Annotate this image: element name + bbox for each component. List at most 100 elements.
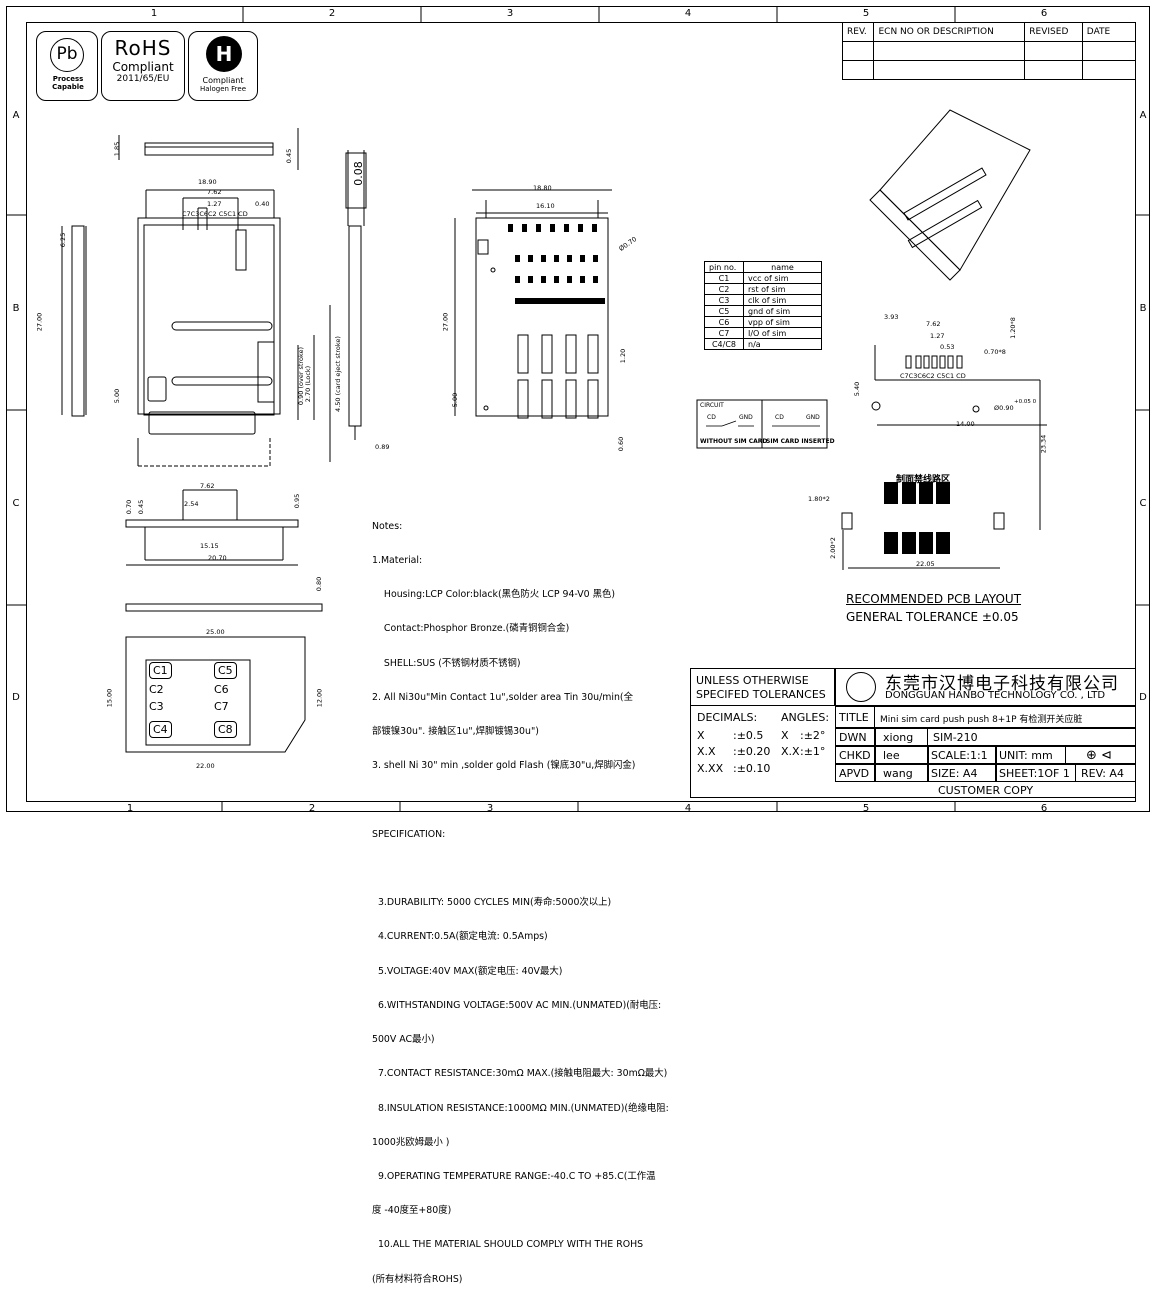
- notes-line: ​: [372, 795, 669, 806]
- compliance-logos: Pb Process Capable RoHS Compliant 2011/6…: [36, 31, 258, 101]
- card-contact-c2: C2: [149, 683, 164, 696]
- dim-pcb-contacts: C7C3C6C2 C5C1 CD: [900, 372, 966, 380]
- ang-xx-value: :±1°: [800, 745, 826, 758]
- notes-line: 3. shell Ni 30" min ,solder gold Flash (…: [372, 760, 636, 772]
- notes-line: SPECIFICATION:: [372, 828, 446, 840]
- zone-row-c: C: [12, 498, 20, 509]
- zone-col-1: 1: [150, 8, 158, 19]
- title-label: TITLE: [839, 711, 869, 724]
- pb-free-logo: Pb Process Capable: [36, 31, 98, 101]
- halogen-caption-line1: Compliant: [202, 76, 244, 85]
- unless-otherwise-line1: UNLESS OTHERWISE: [696, 674, 809, 687]
- company-name-cn: 东莞市汉博电子科技有限公司: [885, 674, 1119, 694]
- dim-pcb-070: 0.70*8: [984, 348, 1006, 356]
- tol-x-label: X: [697, 729, 705, 742]
- notes-line: 1.Material:: [372, 555, 423, 567]
- tol-xxx-label: X.XX: [697, 762, 724, 775]
- zone-row-a: A: [12, 110, 20, 121]
- general-tolerance-caption: GENERAL TOLERANCE ±0.05: [846, 610, 1019, 624]
- card-contact-c7: C7: [214, 700, 229, 713]
- ang-xx-label: X.X: [781, 745, 800, 758]
- rohs-logo: RoHS Compliant 2011/65/EU: [101, 31, 185, 101]
- middle-view-contacts: [508, 224, 605, 304]
- customer-copy: CUSTOMER COPY: [937, 784, 1034, 797]
- company-name-en: DONGGUAN HANBO TECHNOLOGY CO. , LTD: [885, 690, 1106, 701]
- zone-ticks: [6, 6, 1150, 812]
- card-contact-c1: C1: [149, 662, 172, 679]
- card-contact-c3: C3: [149, 700, 164, 713]
- dim-front-width: 18.90: [198, 178, 217, 186]
- dim-pitch-127: 1.27: [207, 200, 222, 208]
- rohs-subtitle: Compliant: [112, 60, 174, 74]
- tol-xx-value: :±0.20: [733, 745, 771, 758]
- decimals-label: DECIMALS:: [697, 711, 758, 724]
- pb-caption-line1: Process: [52, 75, 84, 83]
- ang-x-label: X: [781, 729, 789, 742]
- revision-row: [841, 60, 1137, 80]
- notes-line: Housing:LCP Color:black(黑色防火 LCP 94-V0 黑…: [372, 589, 616, 601]
- dim-side-254: 2.54: [184, 500, 199, 508]
- zone-row-d-right: D: [1139, 692, 1147, 703]
- zone-col-5: 5: [862, 8, 870, 19]
- notes-line: 2. All Ni30u"Min Contact 1u",solder area…: [372, 691, 633, 703]
- zone-row-b-right: B: [1139, 303, 1147, 314]
- dim-contacts-label: C7C3C6C2 C5C1 CD: [182, 210, 248, 218]
- dim-side-2070: 20.70: [208, 554, 227, 562]
- revision-table: REV. ECN NO OR DESCRIPTION REVISED DATE: [841, 22, 1137, 80]
- part-number: SIM-210: [933, 731, 978, 744]
- halogen-h-icon: H: [206, 36, 242, 72]
- circuit-switch-lines: [706, 420, 820, 427]
- circuit-gnd-left: GND: [739, 414, 753, 421]
- dim-pcb-053: 0.53: [940, 343, 955, 351]
- circuit-title: CIRCUIT: [700, 402, 724, 409]
- dim-pcb-127: 1.27: [930, 332, 945, 340]
- dwn-label: DWN: [839, 731, 867, 744]
- stiffener-plate: [125, 603, 323, 612]
- zone-col-5-bottom: 5: [862, 803, 870, 814]
- isometric-view: [869, 109, 1031, 281]
- zone-row-c-right: C: [1139, 498, 1147, 509]
- rohs-title: RoHS: [114, 36, 172, 60]
- dim-pcb-tol: +0.05 0: [1014, 399, 1037, 405]
- rohs-directive: 2011/65/EU: [116, 74, 170, 84]
- dim-card-2500: 25.00: [206, 628, 225, 636]
- pcb-layout-caption: RECOMMENDED PCB LAYOUT: [846, 592, 1022, 606]
- zone-col-6: 6: [1040, 8, 1048, 19]
- notes-line: (所有材料符合ROHS): [372, 1273, 463, 1285]
- notes-line: SHELL:SUS (不锈钢材质不锈钢): [372, 657, 521, 669]
- circuit-gnd-right: GND: [806, 414, 820, 421]
- notes-line: 8.INSULATION RESISTANCE:1000MΩ MIN.(UNMA…: [372, 1102, 669, 1114]
- notes-line: 9.OPERATING TEMPERATURE RANGE:-40.C TO +…: [372, 1170, 656, 1182]
- card-contact-c6: C6: [214, 683, 229, 696]
- dim-card-2200: 22.00: [196, 762, 215, 770]
- chkd-value: lee: [883, 749, 900, 762]
- circuit-caption-right: SIM CARD INSERTED: [766, 438, 835, 445]
- dim-side-1515: 15.15: [200, 542, 219, 550]
- pcb-keepout-pads: [884, 482, 950, 554]
- pcb-keepout-label: 制面禁线路区: [896, 475, 951, 485]
- sim-card-outline: [125, 636, 306, 753]
- tol-xxx-value: :±0.10: [733, 762, 771, 775]
- angles-label: ANGLES:: [781, 711, 830, 724]
- apvd-label: APVD: [839, 767, 870, 780]
- unless-otherwise-line2: SPECIFED TOLERANCES: [696, 688, 826, 701]
- title-value: Mini sim card push push 8+1P 有检测开关应脏: [880, 715, 1083, 725]
- ang-x-value: :±2°: [800, 729, 826, 742]
- dim-pcb-180: 1.80*2: [808, 495, 830, 503]
- notes-line: 度 -40度至+80度): [372, 1205, 452, 1217]
- sheet-value: SHEET:1OF 1: [999, 767, 1070, 780]
- scale-value: SCALE:1:1: [931, 749, 988, 762]
- zone-col-1-bottom: 1: [126, 803, 134, 814]
- zone-col-3-bottom: 3: [486, 803, 494, 814]
- notes-title: Notes:: [372, 520, 403, 532]
- dwn-value: xiong: [883, 731, 914, 744]
- dim-side-762: 7.62: [200, 482, 215, 490]
- notes-line: 4.CURRENT:0.5A(额定电流: 0.5Amps): [372, 931, 548, 943]
- notes-line: 部镀镍30u". 接触区1u",焊脚镀锡30u"): [372, 726, 539, 738]
- dim-pitch-762: 7.62: [207, 188, 222, 196]
- chkd-label: CHKD: [839, 749, 871, 762]
- drawing-border: [26, 22, 1136, 802]
